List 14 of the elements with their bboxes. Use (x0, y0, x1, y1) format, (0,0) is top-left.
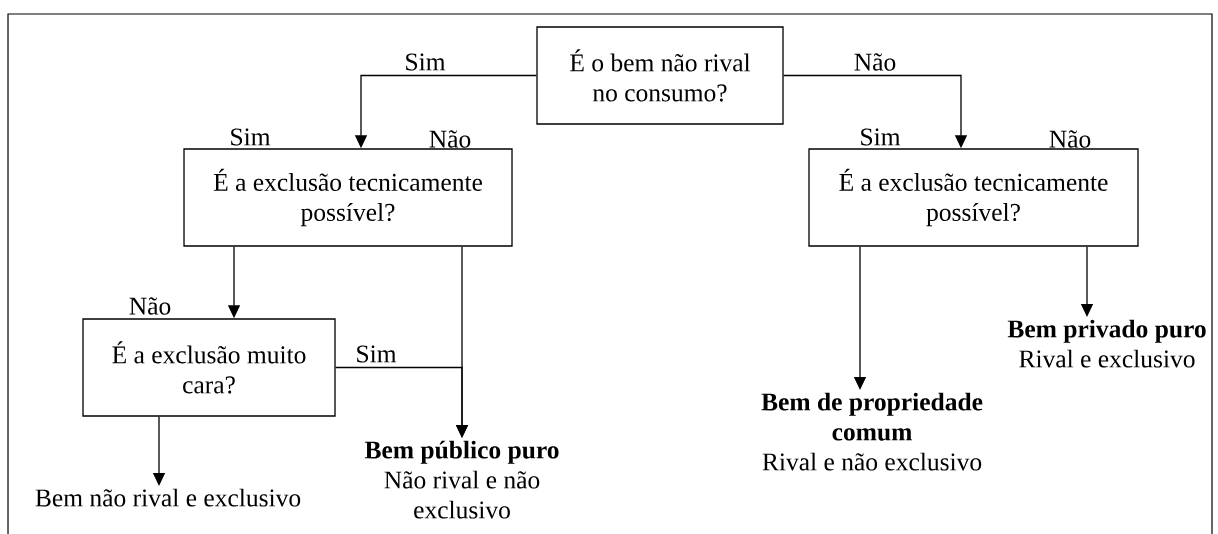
edge-label: Não (129, 297, 171, 315)
question-box: É o bem não rival no consumo? (536, 26, 784, 125)
outcome-text: Bem não rival e exclusivo (35, 488, 301, 507)
outcome-text: Bem de propriedade comum Rival e não exclusivo (761, 392, 983, 471)
arrow (335, 366, 469, 438)
edge-label: Sim (357, 345, 397, 363)
edge-label: Não (854, 53, 896, 71)
outcome-text: Bem privado puro Rival e exclusivo (1007, 319, 1206, 368)
question-box: É a exclusão muito cara? (82, 318, 336, 417)
question-box: É a exclusão tecnicamente possível? (808, 148, 1139, 247)
branch-label: Não (429, 130, 471, 148)
question-box: É a exclusão tecnicamente possível? (183, 148, 513, 247)
edge-label: Sim (406, 53, 446, 71)
outcome-text: Bem público puro Não rival e não exclusivo (364, 440, 559, 519)
